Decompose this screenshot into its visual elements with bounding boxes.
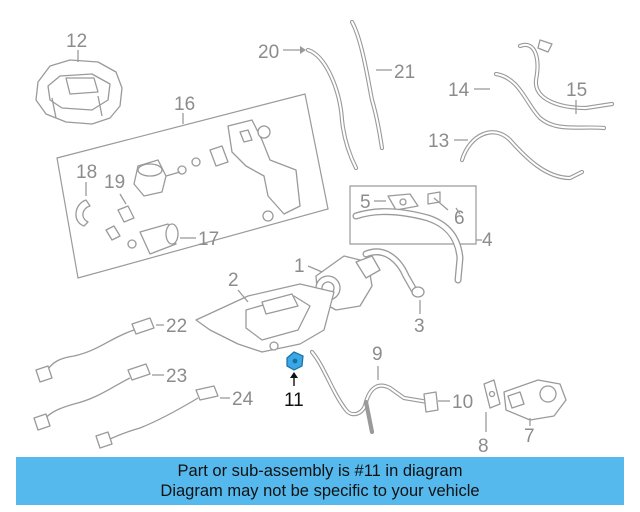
callout-1: 1 [294, 256, 305, 277]
callout-14: 14 [448, 80, 470, 101]
part-13-fuel-line[interactable] [459, 130, 585, 181]
part-14-vapor-line[interactable] [493, 71, 607, 131]
part-16-bracket-panel[interactable] [56, 93, 329, 279]
banner-line-1: Part or sub-assembly is #11 in diagram [177, 462, 463, 480]
part-4-hose[interactable] [352, 208, 464, 284]
part-21-vent-line[interactable] [349, 19, 385, 151]
callout-21: 21 [394, 62, 415, 83]
group-4-outline [349, 185, 477, 245]
callout-7: 7 [524, 426, 535, 447]
part-12-canister[interactable] [35, 50, 123, 125]
callout-18: 18 [76, 162, 97, 183]
callout-22: 22 [166, 316, 187, 337]
callout-13: 13 [428, 131, 449, 152]
part-9-pipe[interactable] [309, 349, 431, 435]
part-18-hose-clip[interactable] [75, 199, 91, 227]
callout-16: 16 [174, 94, 195, 115]
callout-11-arrow [290, 372, 298, 378]
callout-9: 9 [372, 344, 383, 365]
callout-6: 6 [454, 208, 465, 229]
part-5-gasket[interactable] [387, 193, 419, 211]
part-17-filter[interactable] [127, 223, 179, 255]
callout-24: 24 [232, 389, 254, 410]
callout-3: 3 [414, 316, 425, 337]
callout-2: 2 [228, 270, 239, 291]
part-15-vapor-line[interactable] [517, 39, 615, 111]
part-20-vent-hose[interactable] [305, 47, 359, 171]
part-19-fitting[interactable] [105, 205, 135, 241]
callout-20: 20 [258, 42, 279, 63]
callout-23: 23 [166, 366, 187, 387]
part-11-highlighted[interactable] [286, 351, 304, 371]
part-3-hose[interactable] [362, 248, 425, 298]
banner-line-2: Diagram may not be specific to your vehi… [160, 482, 480, 500]
callout-17: 17 [198, 229, 219, 250]
callout-19: 19 [104, 172, 125, 193]
info-banner: Part or sub-assembly is #11 in diagram D… [16, 457, 624, 505]
part-23-oxygen-sensor[interactable] [33, 363, 151, 431]
part-6-bolt[interactable] [427, 191, 449, 211]
callout-12: 12 [66, 31, 87, 52]
callout-8: 8 [478, 436, 489, 456]
part-2-heat-shield[interactable] [195, 283, 335, 353]
callout-4: 4 [482, 230, 493, 251]
part-24-oxygen-sensor[interactable] [95, 385, 219, 449]
part-10-connector[interactable] [423, 391, 439, 413]
part-7-valve[interactable] [503, 379, 567, 421]
part-8-bracket[interactable] [483, 379, 501, 409]
parts-diagram: 12 16 18 19 17 20 [33, 19, 615, 456]
callout-11: 11 [284, 390, 304, 411]
callout-10: 10 [452, 392, 473, 413]
part-22-oxygen-sensor[interactable] [35, 317, 155, 383]
callout-15: 15 [566, 80, 587, 101]
callout-5: 5 [360, 192, 371, 213]
